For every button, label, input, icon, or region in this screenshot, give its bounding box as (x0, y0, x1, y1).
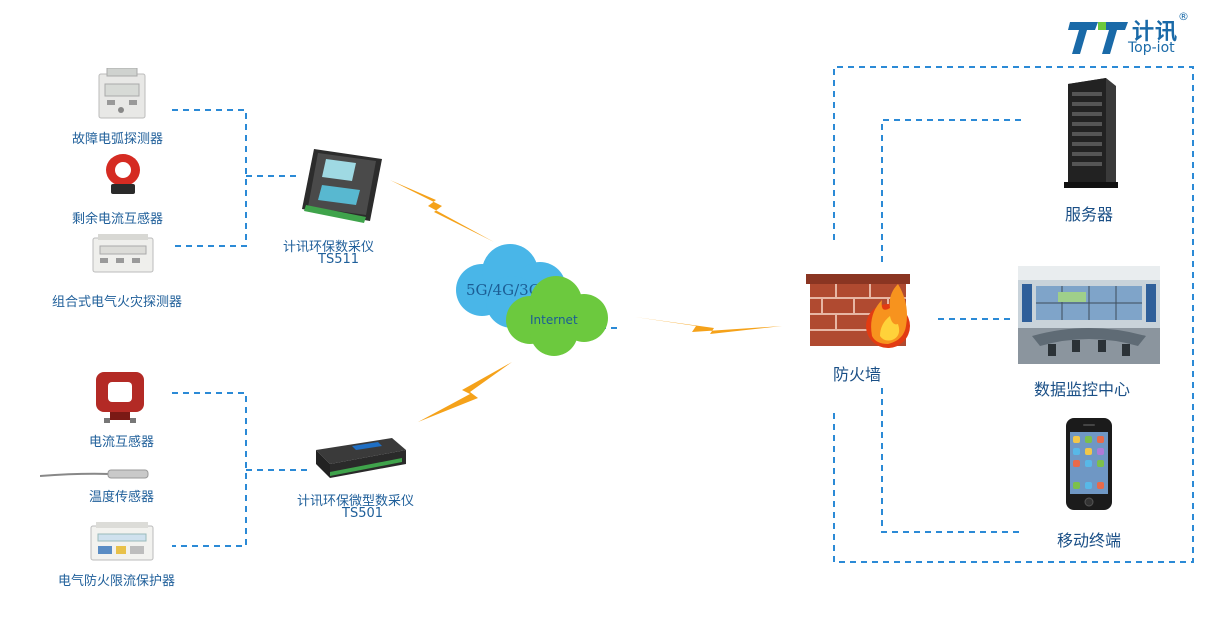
wire-outer-loop (833, 66, 1194, 563)
cloud-internet-icon (506, 276, 608, 356)
internet-label: Internet (530, 313, 578, 327)
residual-current-transformer-image (103, 152, 143, 196)
ts511-model-label: TS511 (318, 252, 360, 267)
brand-logo: 计讯 ® Top-iot (1068, 10, 1198, 60)
lightning-bolt-top-icon (390, 180, 494, 242)
firewall-label: 防火墙 (833, 365, 882, 384)
wire-top-sensors (172, 109, 247, 247)
combined-fire-detector-image (92, 234, 154, 274)
residual-current-transformer-label: 剩余电流互感器 (72, 212, 164, 227)
monitoring-center-label: 数据监控中心 (1034, 380, 1131, 399)
logo-cn: 计讯 (1132, 20, 1179, 45)
temperature-sensor-image (39, 466, 150, 480)
mobile-terminal-label: 移动终端 (1057, 531, 1122, 550)
ts501-device-image (312, 436, 408, 480)
logo-mark-icon (1068, 22, 1128, 54)
ts511-device-image (300, 145, 384, 225)
lightning-bolt-right-icon (628, 316, 782, 334)
lightning-bolt-bottom-icon (418, 362, 512, 422)
arc-fault-detector-image (97, 67, 147, 120)
ts501-model-label: TS501 (342, 506, 384, 521)
current-limiter-label: 电气防火限流保护器 (58, 574, 176, 589)
cellular-label: 5G/4G/3G (466, 281, 541, 299)
ts501-name-label: 计讯环保微型数采仪 (297, 494, 415, 509)
server-label: 服务器 (1065, 205, 1114, 224)
logo-en: Top-iot (1128, 40, 1175, 56)
wire-server (881, 119, 1024, 262)
mobile-terminal-image (1064, 418, 1114, 512)
current-transformer-label: 电流互感器 (89, 435, 155, 450)
combined-fire-detector-label: 组合式电气火灾探测器 (52, 295, 183, 310)
current-limiter-image (90, 522, 154, 562)
server-image (1062, 78, 1118, 190)
logo-registered: ® (1178, 10, 1189, 23)
wire-mobile (881, 388, 1024, 533)
wire-bottom-sensors (172, 392, 247, 547)
firewall-image (806, 270, 916, 350)
ts511-name-label: 计讯环保数采仪 (283, 240, 375, 255)
monitoring-center-image (1018, 266, 1160, 364)
current-transformer-image (92, 368, 148, 424)
temperature-sensor-label: 温度传感器 (89, 490, 155, 505)
arc-fault-detector-label: 故障电弧探测器 (72, 132, 164, 147)
